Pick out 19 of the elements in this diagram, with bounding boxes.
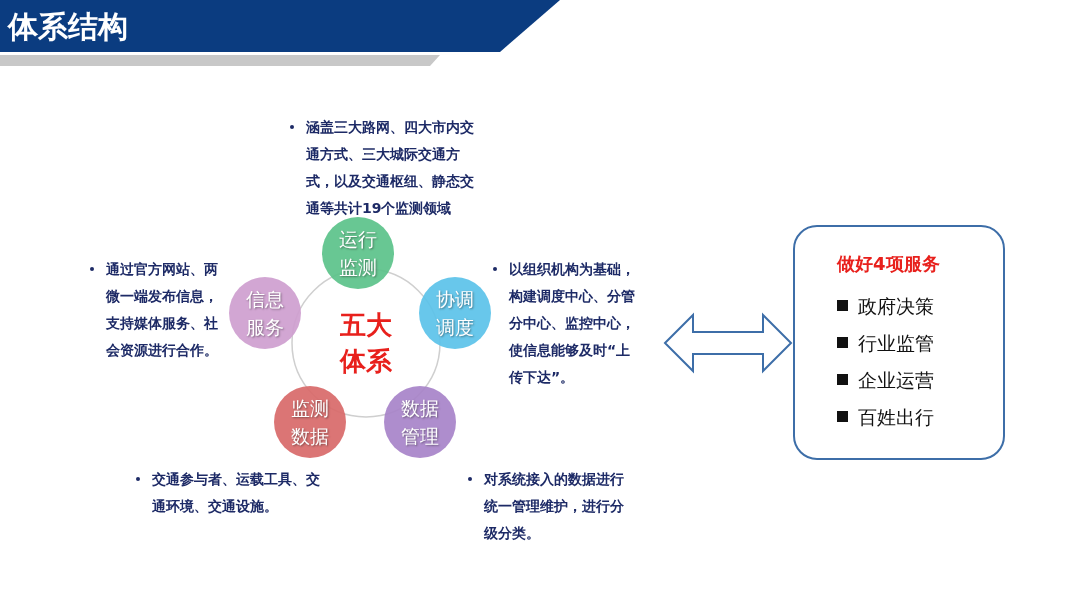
description-text: 交通参与者、运载工具、交通环境、交通设施。 [152, 470, 321, 516]
service-item: 百姓出行 [858, 404, 934, 430]
circle-label: 协调调度 [435, 287, 475, 340]
circle-label: 监测数据 [290, 396, 330, 449]
description-text: 通过官方网站、两微一端发布信息，支持媒体服务、社会资源进行合作。 [106, 260, 219, 360]
circle-label: 数据管理 [400, 396, 440, 449]
panel-heading: 做好4项服务 [837, 252, 941, 276]
circle-label: 运行监测 [338, 227, 378, 280]
description-text: 以组织机构为基础，构建调度中心、分管分中心、监控中心，使信息能够及时“上传下达”。 [509, 260, 636, 387]
center-label: 五大体系 [338, 309, 393, 378]
page-title: 体系结构 [8, 10, 128, 44]
service-item: 行业监管 [858, 330, 934, 356]
description-text: 对系统接入的数据进行统一管理维护，进行分级分类。 [484, 470, 625, 543]
service-item: 企业运营 [858, 367, 934, 393]
service-panel [793, 225, 1005, 460]
circle-label: 信息服务 [245, 287, 285, 340]
service-item: 政府决策 [858, 293, 934, 319]
description-text: 涵盖三大路网、四大市内交通方式、三大城际交通方式，以及交通枢纽、静态交通等共计19个监测领域 [306, 118, 475, 218]
double-arrow [663, 312, 793, 374]
